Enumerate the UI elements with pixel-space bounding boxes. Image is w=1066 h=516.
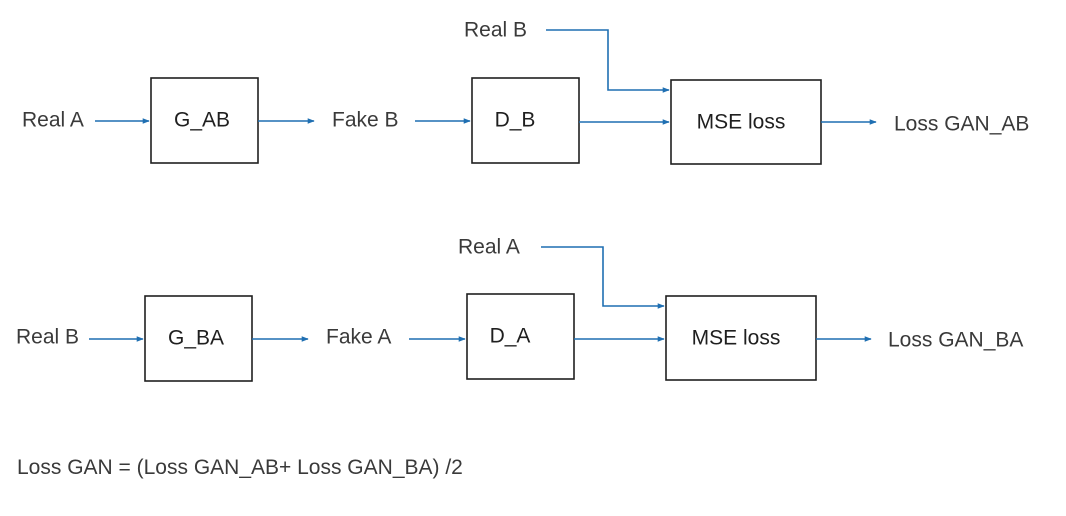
row-ab: Real A G_AB Fake B D_B Real B MSE loss L… (22, 19, 1029, 165)
row-ba-fake-label: Fake A (326, 326, 391, 349)
row-ba-output-label: Loss GAN_BA (888, 329, 1023, 352)
row-ab-mse-loss-box (670, 79, 822, 165)
row-ab-input-label: Real A (22, 109, 84, 132)
row-ba-mse-loss-label: MSE loss (692, 327, 781, 350)
row-ab-output-label: Loss GAN_AB (894, 113, 1029, 136)
row-ba-input-label: Real B (16, 326, 79, 349)
row-ab-mse-loss-label: MSE loss (697, 111, 786, 134)
row-ab-fake-label: Fake B (332, 109, 399, 132)
row-ab-discriminator-box (471, 77, 580, 164)
row-ba-generator-label: G_BA (168, 327, 224, 350)
row-ab-discriminator-label: D_B (495, 109, 536, 132)
row-ba-discriminator-label: D_A (490, 325, 531, 348)
row-ba-discriminator-box (466, 293, 575, 380)
row-ba-arrow-real-to-loss (541, 246, 665, 309)
row-ba-generator-box (144, 295, 253, 382)
row-ab-generator-label: G_AB (174, 109, 230, 132)
loss-gan-formula: Loss GAN = (Loss GAN_AB+ Loss GAN_BA) /2 (17, 456, 463, 479)
row-ba-real-label: Real A (458, 236, 520, 259)
row-ab-real-label: Real B (464, 19, 527, 42)
row-ba-mse-loss-box (665, 295, 817, 381)
row-ba: Real B G_BA Fake A D_A Real A MSE loss L… (16, 236, 1023, 382)
row-ab-arrow-real-to-loss (546, 29, 670, 93)
